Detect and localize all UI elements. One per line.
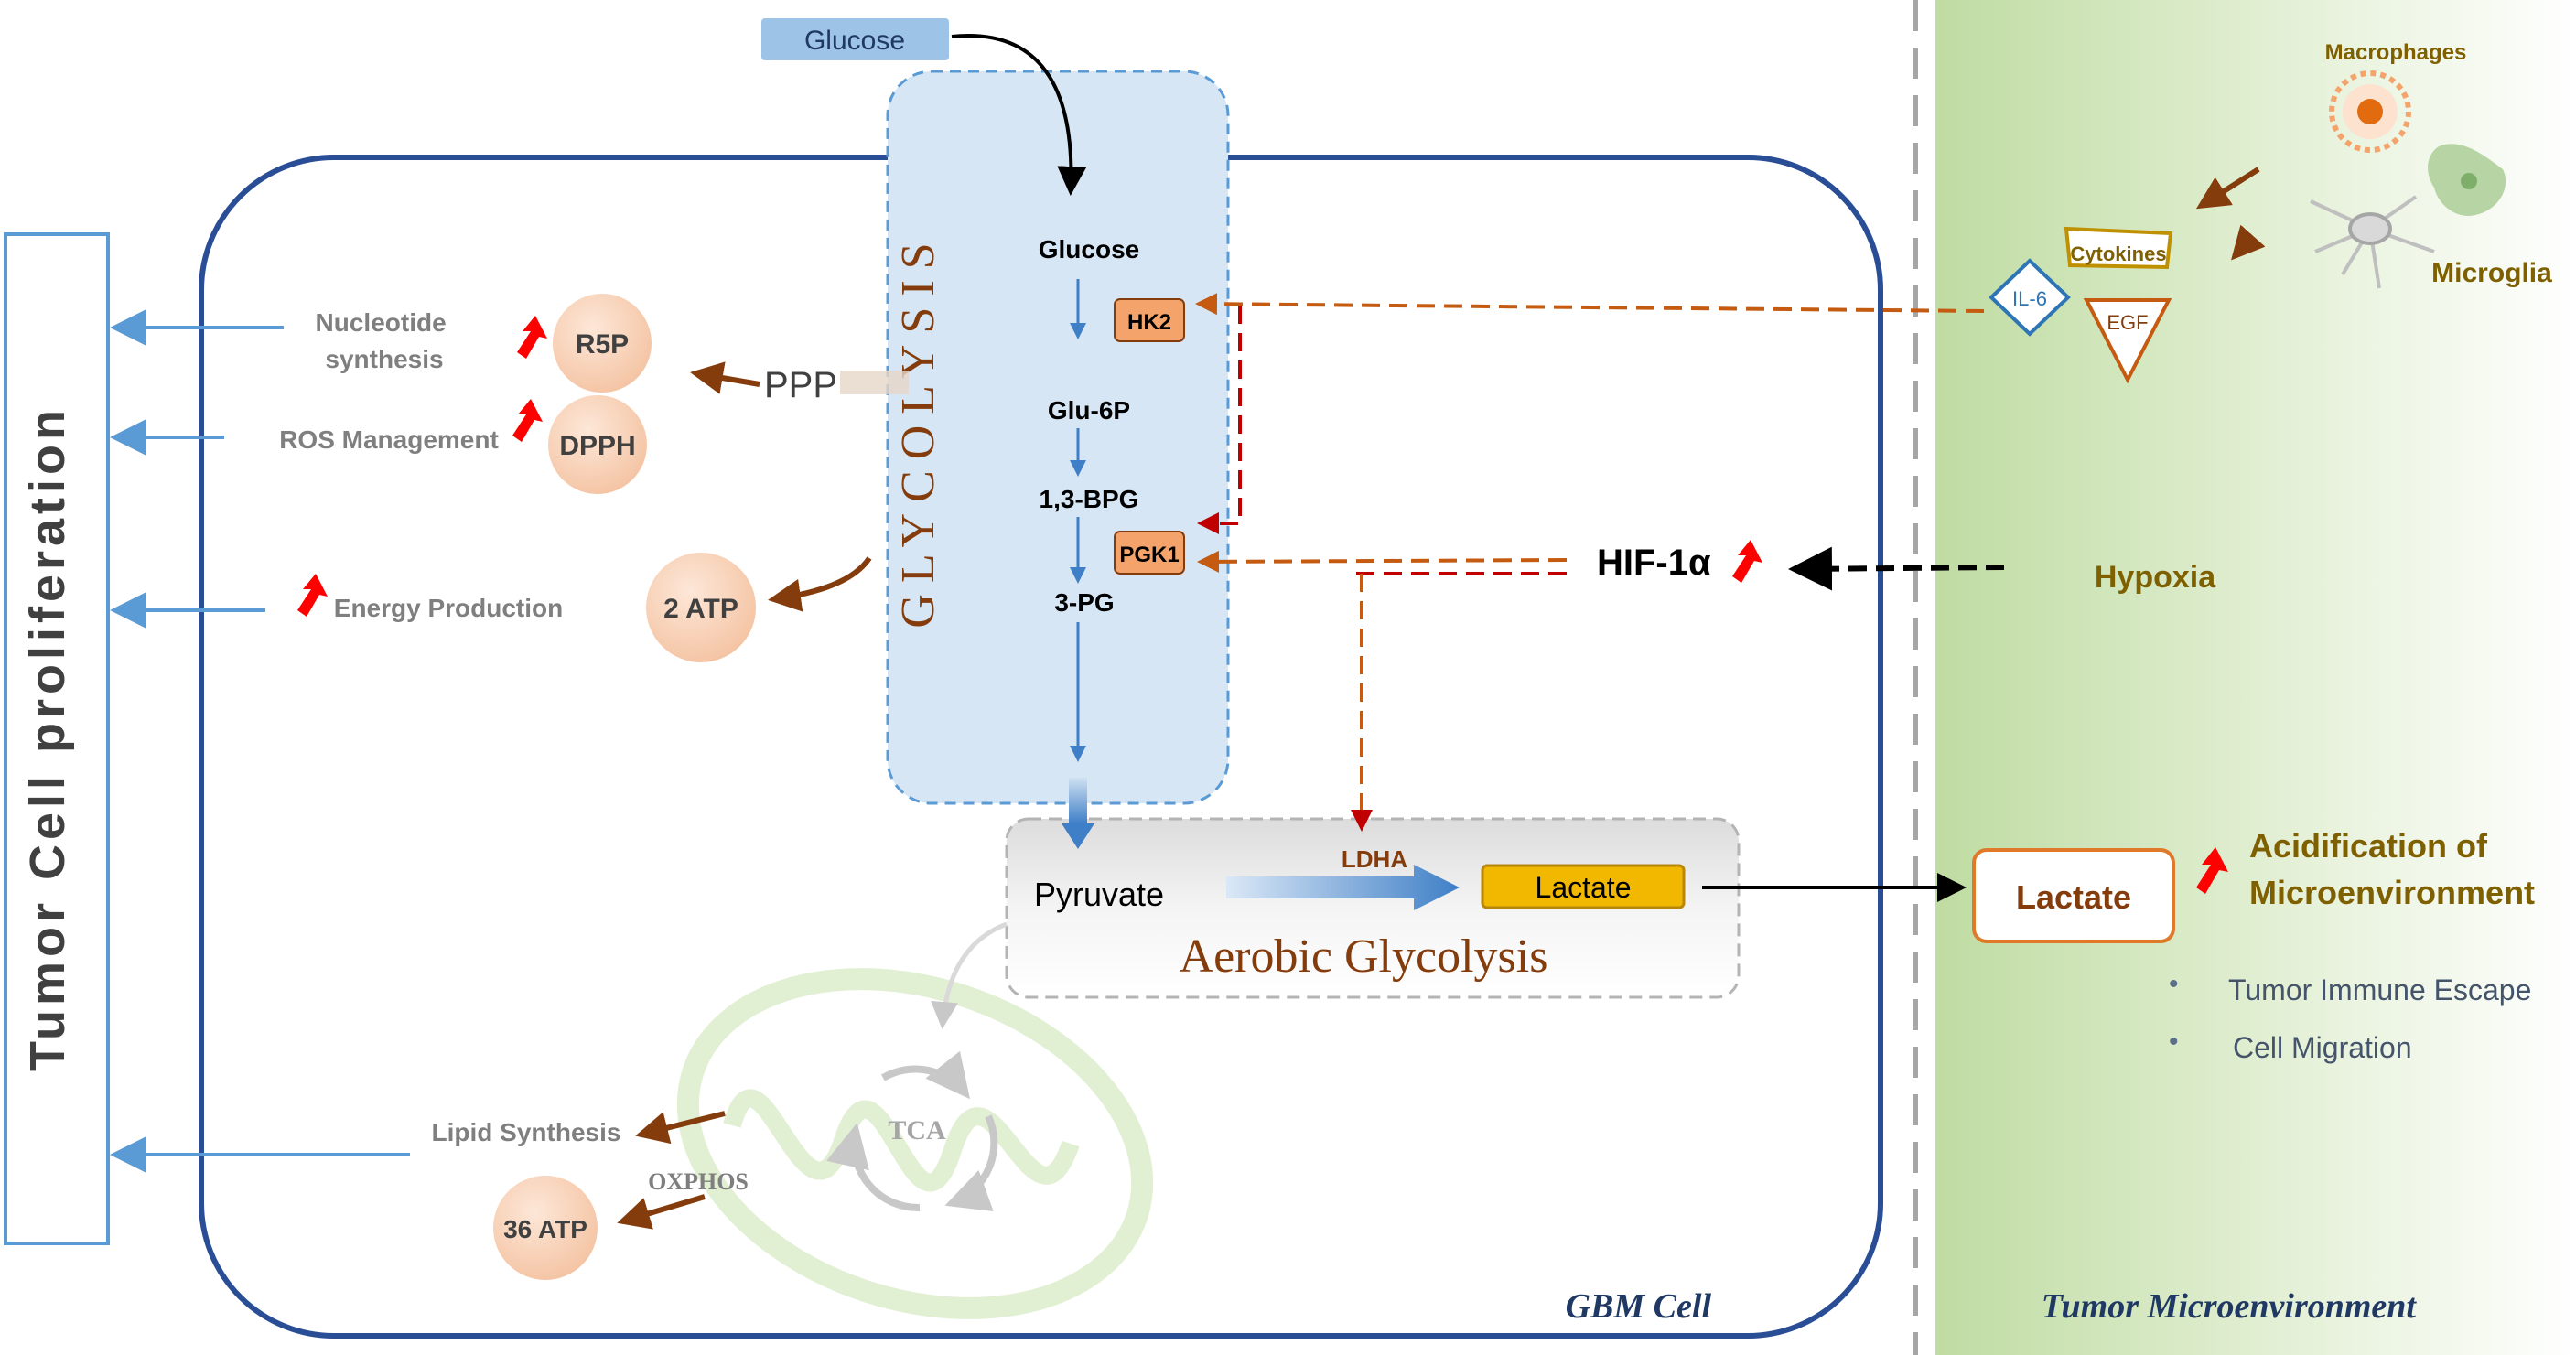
microglia-label: Microglia xyxy=(2431,258,2552,288)
lactate-box xyxy=(1481,864,1686,909)
ldha-flow-arrow xyxy=(1226,865,1460,910)
nucleotide-label: Nucleotide synthesis xyxy=(316,308,454,373)
hypoxia-label: Hypoxia xyxy=(2095,560,2216,595)
acidification-line1: Acidification of xyxy=(2249,827,2488,865)
il6-label: IL-6 xyxy=(2012,287,2047,310)
mitochondrion xyxy=(676,968,1154,1319)
ldha-label: LDHA xyxy=(1342,845,1407,873)
lactate-label: Lactate xyxy=(1536,871,1632,904)
atp36-circle xyxy=(493,1176,598,1280)
tme-label: Tumor Microenvironment xyxy=(2042,1287,2418,1326)
cytokines-label: Cytokines xyxy=(2070,242,2166,265)
oxphos-label: OXPHOS xyxy=(648,1168,749,1195)
cytokines-shape xyxy=(2064,226,2173,270)
glycolysis-to-atp-arrow xyxy=(768,556,872,612)
bullet-dot: • xyxy=(2169,1027,2179,1057)
egf-label: EGF xyxy=(2107,311,2148,334)
ppp-to-r5p-arrow xyxy=(690,361,760,394)
atp2-label: 2 ATP xyxy=(663,594,738,624)
glycolysis-step: 3-PG xyxy=(1054,588,1114,617)
bullet-immune-escape: Tumor Immune Escape xyxy=(2228,973,2531,1006)
atp36-label: 36 ATP xyxy=(503,1215,587,1243)
hif-label: HIF-1α xyxy=(1597,543,1711,583)
mito-to-lipid-arrow xyxy=(635,1111,726,1145)
r5p-circle xyxy=(553,294,652,393)
pyruvate-to-mito-arrow xyxy=(931,921,1008,1029)
egf-triangle xyxy=(2083,298,2172,384)
energy-label: Energy Production xyxy=(334,594,563,622)
pgk1-enzyme xyxy=(1114,531,1185,575)
glycolysis-box xyxy=(886,70,1230,805)
ppp-shade-arrow xyxy=(840,371,909,394)
dpph-circle xyxy=(548,395,647,494)
pyruvate-label: Pyruvate xyxy=(1034,876,1164,913)
pgk1-label: PGK1 xyxy=(1119,543,1179,567)
increase-indicators xyxy=(297,316,2228,894)
glycolysis-step: Glu-6P xyxy=(1048,396,1130,425)
bullet-cell-migration: Cell Migration xyxy=(2233,1031,2412,1064)
proliferation-arrows xyxy=(110,309,410,1173)
nucleotide-up-icon xyxy=(517,316,547,359)
pyruvate-flow-arrow xyxy=(1069,778,1087,823)
ros-up-icon xyxy=(512,399,543,442)
acidification-up-icon xyxy=(2196,847,2228,894)
neuron-icon xyxy=(2310,195,2435,289)
glycolysis-title: GLYCOLYSIS xyxy=(892,231,944,628)
ros-label: ROS Management xyxy=(279,425,499,454)
pyruvate-flow-arrowhead xyxy=(1062,823,1094,849)
lipid-label: Lipid Synthesis xyxy=(432,1118,621,1146)
energy-up-icon xyxy=(297,574,328,617)
glucose-entry-arrow xyxy=(951,34,1087,196)
glucose-input-label: Glucose xyxy=(804,26,905,56)
glycolysis-step: Glucose xyxy=(1039,235,1139,263)
hk2-label: HK2 xyxy=(1127,310,1171,335)
atp2-circle xyxy=(646,553,756,662)
r5p-label: R5P xyxy=(576,329,629,360)
aerobic-glycolysis-box xyxy=(1005,817,1741,999)
macrophages-label: Macrophages xyxy=(2325,40,2467,65)
aerobic-glycolysis-title: Aerobic Glycolysis xyxy=(1180,930,1548,983)
tca-cycle-icon xyxy=(826,1050,998,1212)
hif-to-pgk1-arrow xyxy=(1197,550,1568,573)
hk2-enzyme xyxy=(1114,298,1185,342)
acidification-line2: Microenvironment xyxy=(2249,874,2535,911)
proliferation-title: Tumor Cell proliferation xyxy=(20,405,75,1071)
macrophage-to-cytokines-arrow xyxy=(2195,167,2260,210)
hypoxia-to-hif-arrow xyxy=(1788,546,2005,591)
nucleotide-line2: synthesis xyxy=(325,345,443,373)
ppp-label: PPP xyxy=(764,365,837,405)
glucose-input-box xyxy=(761,18,949,60)
tca-label: TCA xyxy=(888,1115,946,1145)
gbm-cell-label: GBM Cell xyxy=(1566,1287,1712,1326)
hk2-to-pgk1-arrow xyxy=(1197,306,1242,534)
glycolysis-step: 1,3-BPG xyxy=(1040,485,1139,513)
macrophage-icon xyxy=(2329,70,2411,153)
tme-lactate-label: Lactate xyxy=(2016,878,2131,916)
tme-lactate-box xyxy=(1972,848,2175,943)
bullet-dot: • xyxy=(2169,969,2179,999)
dpph-label: DPPH xyxy=(559,431,635,461)
il6-to-hk2-arrow xyxy=(1195,293,1985,316)
hif-up-icon xyxy=(1732,540,1762,583)
nucleotide-line1: Nucleotide xyxy=(316,308,447,337)
signaling-arrows xyxy=(1195,293,1985,832)
proliferation-panel xyxy=(4,232,110,1245)
microglia-cell-icon xyxy=(2428,144,2506,216)
microglia-to-cytokines-arrow xyxy=(2231,224,2266,261)
mito-to-atp36-arrow xyxy=(617,1194,706,1230)
il6-diamond xyxy=(1989,258,2071,337)
